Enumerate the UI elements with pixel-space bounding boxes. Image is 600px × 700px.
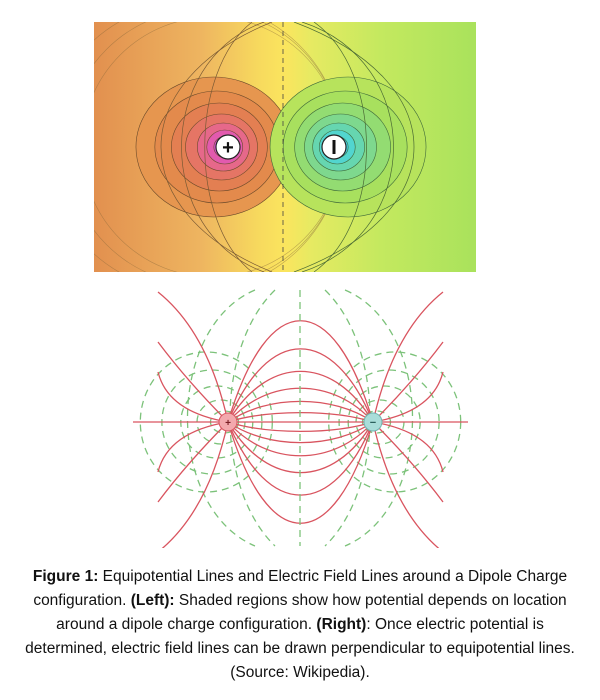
equipotential-left-outer [229, 289, 276, 547]
caption-right-label: (Right) [316, 616, 367, 633]
field-line-right-outer [372, 421, 444, 503]
field-line-left-outer [157, 371, 229, 423]
field-line-left-outer [157, 291, 229, 423]
potential-contour-left-outer [204, 22, 253, 272]
field-line-right-outer [372, 421, 444, 473]
field-line-right-outer [372, 341, 444, 423]
equipotential-left-outer [186, 289, 256, 547]
potential-map-figure: + [94, 22, 476, 272]
field-line-right-outer [372, 291, 444, 423]
field-line-right-outer [372, 371, 444, 423]
negative-charge-marker [321, 134, 347, 160]
field-line-upper [227, 348, 374, 423]
positive-charge-marker: + [215, 134, 241, 160]
potential-contour-right-outer [301, 22, 394, 272]
equipotential-right-outer [344, 289, 414, 547]
figure-caption: Figure 1: Equipotential Lines and Electr… [20, 565, 580, 685]
caption-figure-label: Figure 1: [32, 568, 99, 585]
field-line-left-outer [157, 341, 229, 423]
field-line-right-outer [372, 421, 440, 548]
field-line-upper [227, 370, 374, 423]
svg-text:−: − [370, 417, 376, 429]
caption-left-label: (Left): [130, 592, 175, 609]
field-line-left-outer [157, 421, 229, 503]
field-line-left-outer [161, 421, 229, 548]
equipotential-right-outer [324, 289, 371, 547]
svg-text:+: + [225, 418, 231, 429]
field-lines-figure: + − [133, 289, 468, 548]
field-line-lower [227, 421, 374, 457]
potential-contour-right-outer [313, 22, 367, 272]
field-line-upper [227, 320, 374, 423]
potential-contour-left-outer [160, 22, 273, 272]
negative-charge: − [363, 412, 383, 432]
field-line-lower [227, 421, 374, 432]
field-line-left-outer [157, 421, 229, 473]
potential-contour-right-outer [293, 22, 415, 272]
positive-charge: + [218, 412, 238, 432]
caption-right-text: : Once electric potential is determined,… [25, 616, 575, 681]
field-line-lower [227, 421, 374, 444]
potential-contour-left-outer [181, 22, 265, 272]
caption-intro: Equipotential Lines and Electric Field L… [33, 568, 568, 609]
caption-left-text: Shaded regions show how potential depend… [56, 592, 567, 633]
svg-text:+: + [222, 137, 234, 159]
